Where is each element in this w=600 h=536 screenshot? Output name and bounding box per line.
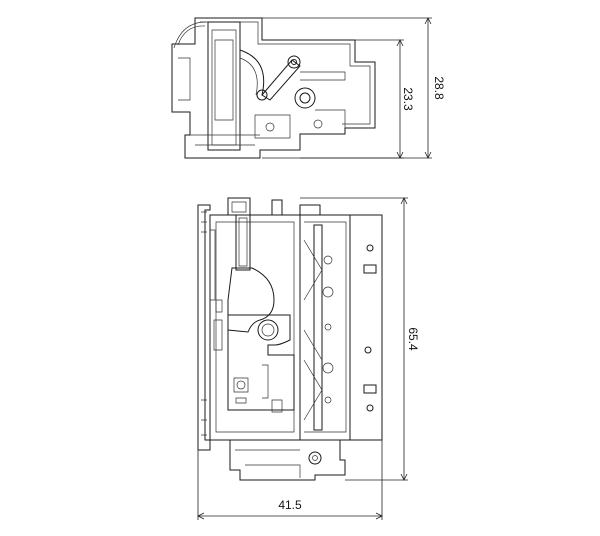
dimension-width-bottom: 41.5 — [197, 440, 383, 520]
dimension-height-inner: 23.3 — [300, 39, 415, 159]
dimension-label-28-8: 28.8 — [432, 76, 446, 100]
dimension-height-bottom: 65.4 — [300, 197, 420, 481]
top-view-mechanism — [171, 17, 376, 159]
dimension-label-41-5: 41.5 — [278, 498, 302, 512]
dimension-label-65-4: 65.4 — [406, 327, 420, 351]
bottom-view-mechanism — [197, 197, 383, 481]
dimension-height-total: 28.8 — [262, 17, 446, 159]
dimension-label-23-3: 23.3 — [401, 87, 415, 111]
